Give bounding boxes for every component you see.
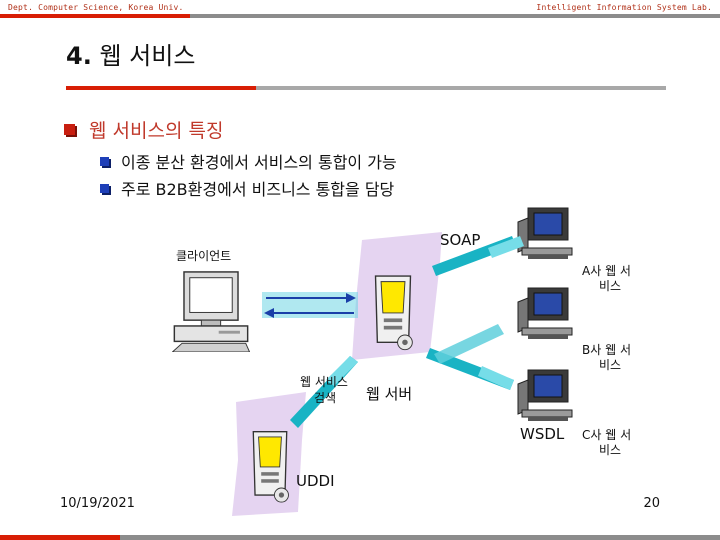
blue-square-bullet-icon — [100, 183, 109, 193]
header-department: Dept. Computer Science, Korea Univ. — [8, 3, 184, 12]
soap-label: SOAP — [440, 231, 481, 249]
wsdl-label: WSDL — [520, 425, 565, 443]
web-server-label: 웹 서버 — [366, 385, 413, 403]
service-a-label-line1: A사 웹 서 — [582, 264, 631, 278]
service-b-label-line1: B사 웹 서 — [582, 343, 631, 357]
sub-bullet-1: 이종 분산 환경에서 서비스의 통합이 가능 — [100, 149, 397, 173]
slide-title: 4. 웹 서비스 — [66, 36, 195, 71]
service-c-computer-icon — [517, 369, 573, 422]
link-service-c-end — [478, 366, 514, 390]
uddi-server-icon — [252, 430, 290, 503]
client-computer-icon — [172, 271, 250, 352]
service-b-label-line2: 비스 — [599, 358, 622, 372]
header-bar — [0, 14, 720, 18]
service-c-label-line1: C사 웹 서 — [582, 428, 632, 442]
title-text: 웹 서비스 — [99, 42, 196, 70]
client-server-band — [262, 292, 358, 318]
footer-date: 10/19/2021 — [60, 496, 135, 511]
sub-bullet-2: 주로 B2B환경에서 비즈니스 통합을 담당 — [100, 176, 394, 200]
service-a-label-line2: 비스 — [599, 279, 622, 293]
link-service-b — [434, 324, 504, 364]
link-service-a-end — [488, 236, 524, 258]
search-label-line1: 웹 서비스 — [300, 375, 348, 389]
title-number: 4. — [66, 42, 92, 70]
bullet-main-text: 웹 서비스의 특징 — [89, 120, 224, 142]
bullet-main: 웹 서비스의 특징 — [64, 116, 223, 143]
link-uddi-end — [326, 356, 358, 386]
search-label-line2: 검색 — [314, 391, 337, 405]
page-number: 20 — [643, 496, 660, 511]
header-lab: Intelligent Information System Lab. — [536, 3, 712, 12]
sub-bullet-1-text: 이종 분산 환경에서 서비스의 통합이 가능 — [121, 153, 397, 172]
uddi-label: UDDI — [296, 472, 335, 490]
service-c-label-line2: 비스 — [599, 443, 622, 457]
client-label: 클라이언트 — [176, 249, 232, 263]
service-a-computer-icon — [517, 207, 573, 260]
service-b-computer-icon — [517, 287, 573, 340]
sub-bullet-2-text: 주로 B2B환경에서 비즈니스 통합을 담당 — [121, 180, 395, 199]
red-square-bullet-icon — [64, 124, 75, 135]
title-underline — [66, 86, 666, 90]
web-server-icon — [374, 275, 414, 351]
blue-square-bullet-icon — [100, 156, 109, 166]
footer-bar — [0, 535, 720, 540]
